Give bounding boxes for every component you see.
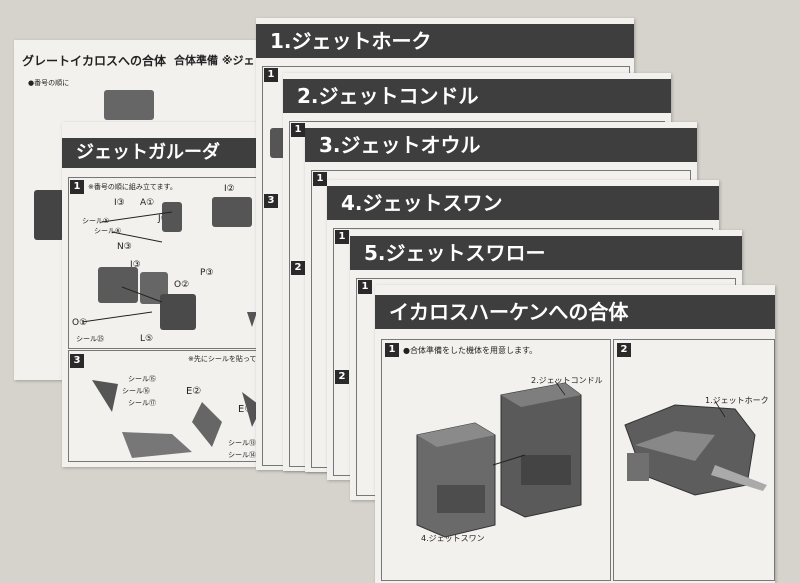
seal-label: シール⑭ <box>228 451 256 459</box>
step-number: 2 <box>335 370 349 384</box>
front-step2-number: 2 <box>617 343 631 357</box>
sheet-back-left-title: グレートイカロスへの合体 <box>22 54 167 68</box>
step-number: 1 <box>264 68 278 82</box>
sheet3-title: 3.ジェットオウル <box>305 128 697 162</box>
part-label: I② <box>224 184 235 194</box>
front-step2-panel <box>613 339 775 581</box>
part-label: N③ <box>117 242 132 252</box>
step-number: 3 <box>264 194 278 208</box>
step-number: 1 <box>313 172 327 186</box>
part-label: P③ <box>200 268 214 278</box>
seal-label: シール⑯ <box>122 387 150 395</box>
part-illustration <box>270 128 286 158</box>
sheet2-title: 2.ジェットコンドル <box>283 79 671 113</box>
sheet4-title: 4.ジェットスワン <box>327 186 719 220</box>
step-number: 2 <box>291 261 305 275</box>
part-illustration <box>160 294 196 330</box>
front-sheet-title: イカロスハーケンへの合体 <box>375 295 775 329</box>
step-number: 1 <box>335 230 349 244</box>
connection-lines <box>81 211 257 327</box>
part-illustration <box>212 197 252 227</box>
part-label: O② <box>174 280 190 290</box>
part-label: E① <box>238 404 254 415</box>
seal-label: シール⑮ <box>128 375 156 383</box>
label-jet-swan: 4.ジェットスワン <box>421 534 485 543</box>
part-label: A① <box>140 198 155 208</box>
garuda-wing-illustration <box>92 380 262 458</box>
part-label: I③ <box>130 260 141 270</box>
step1-note: ※番号の順に組み立てます。 <box>88 183 177 191</box>
step-number: 1 <box>358 280 372 294</box>
sheet5-title: 5.ジェットスワロー <box>350 236 742 270</box>
part-illustration <box>98 267 138 303</box>
part-label: I③ <box>114 198 125 208</box>
sheet-back-left-subtitle: 合体準備 ※ジェッ <box>174 54 266 67</box>
label-jet-condor: 2.ジェットコンドル <box>531 376 603 385</box>
part-label: E② <box>186 386 202 397</box>
seal-label: シール⑬ <box>228 439 256 447</box>
seal-label: シール⑤ <box>82 217 110 225</box>
part-illustration <box>162 202 182 232</box>
seal-label: シール⑰ <box>128 399 156 407</box>
label-jet-hawk: 1.ジェットホーク <box>705 396 769 405</box>
step-number: 1 <box>70 180 84 194</box>
sheet-icarus-haken: イカロスハーケンへの合体 1 ●合体準備をした機体を用意します。 2 2.ジェッ… <box>375 285 775 583</box>
part-label: O① <box>72 318 88 328</box>
front-step1-note: ●合体準備をした機体を用意します。 <box>403 346 538 355</box>
seal-label: シール㉕ <box>76 335 104 343</box>
front-illustration <box>416 380 767 538</box>
step3-note: ※先にシールを貼ってください。 <box>188 355 292 363</box>
step-number: 3 <box>70 354 84 368</box>
step-number: 1 <box>291 123 305 137</box>
front-step1-panel <box>381 339 611 581</box>
sheet1-title: 1.ジェットホーク <box>256 24 634 58</box>
part-label: L⑤ <box>140 334 154 344</box>
front-step1-number: 1 <box>385 343 399 357</box>
seal-label: シール⑥ <box>94 227 122 235</box>
part-illustration <box>104 90 154 120</box>
sheet-back-left-note: ●番号の順に <box>28 79 70 87</box>
part-illustration <box>34 190 64 240</box>
